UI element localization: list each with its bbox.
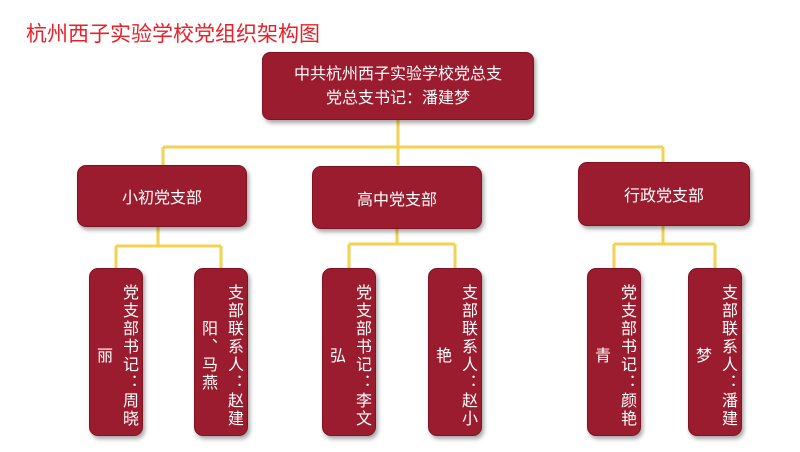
leaf-node-text: 党支部书记：周晓丽 <box>94 284 139 428</box>
leaf-node-b1-secretary: 党支部书记：周晓丽 <box>89 268 143 436</box>
branch-node-label: 小初党支部 <box>121 188 202 207</box>
leaf-node-b3-contact: 支部联系人：潘建梦 <box>688 268 742 436</box>
leaf-node-text: 支部联系人：赵建阳、马燕 <box>199 284 244 428</box>
root-node-name: 中共杭州西子实验学校党总支 <box>293 64 502 83</box>
leaf-node-b2-contact: 支部联系人：赵小艳 <box>428 268 482 436</box>
root-node: 中共杭州西子实验学校党总支 党总支书记：潘建梦 <box>262 52 534 120</box>
branch-node-administration: 行政党支部 <box>578 162 750 226</box>
leaf-node-b1-contact: 支部联系人：赵建阳、马燕 <box>194 268 248 436</box>
leaf-node-text: 党支部书记：颜艳青 <box>592 284 637 428</box>
page-title: 杭州西子实验学校党组织架构图 <box>26 22 320 46</box>
branch-node-primary-middle: 小初党支部 <box>77 165 247 227</box>
branch-node-high-school: 高中党支部 <box>312 166 482 229</box>
branch-node-label: 行政党支部 <box>623 186 704 205</box>
root-node-secretary: 党总支书记：潘建梦 <box>325 88 470 107</box>
leaf-node-b3-secretary: 党支部书记：颜艳青 <box>587 268 641 436</box>
branch-node-label: 高中党支部 <box>356 189 437 209</box>
leaf-node-text: 党支部书记：李文弘 <box>327 284 372 428</box>
leaf-node-text: 支部联系人：潘建梦 <box>693 284 738 428</box>
leaf-node-b2-secretary: 党支部书记：李文弘 <box>322 268 376 436</box>
leaf-node-text: 支部联系人：赵小艳 <box>433 284 478 428</box>
